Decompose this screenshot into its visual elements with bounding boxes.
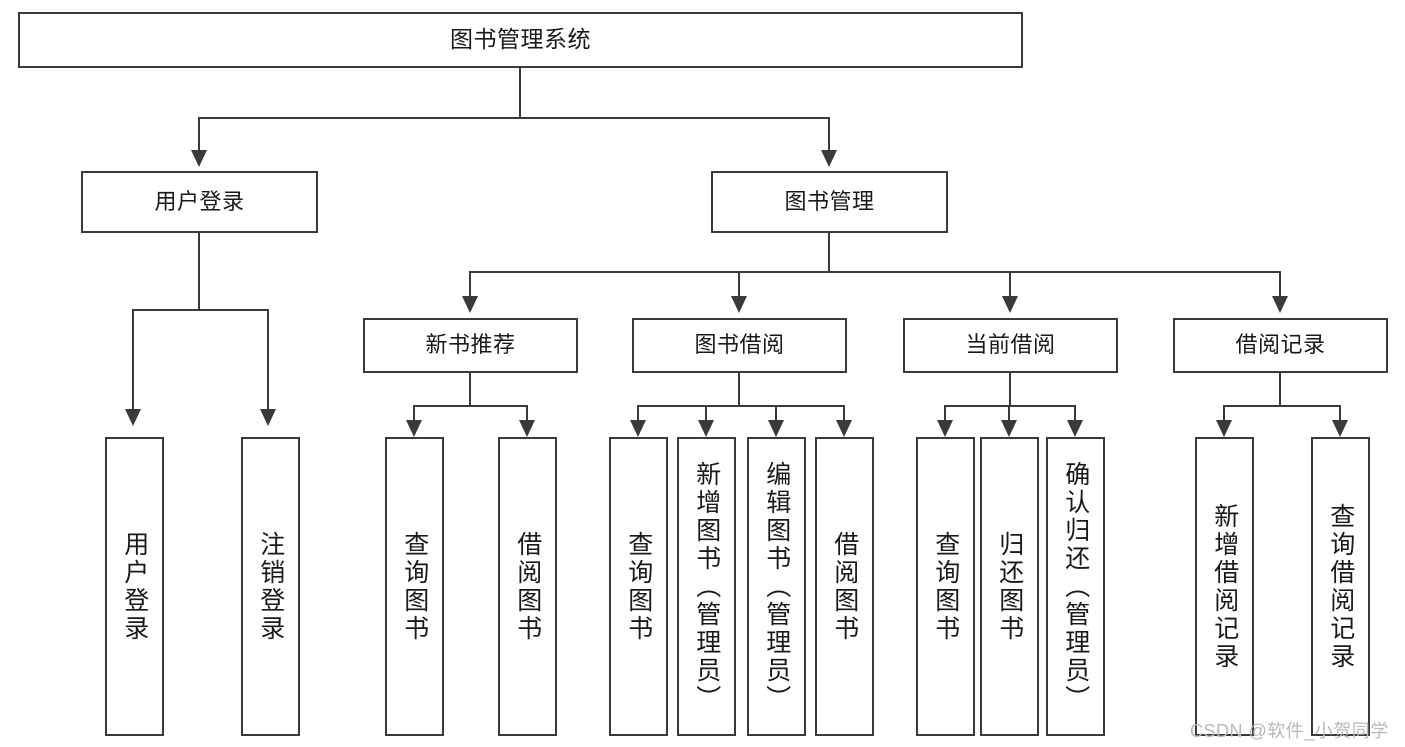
csdn-watermark: CSDN @软件_小贺同学 bbox=[1190, 721, 1389, 741]
arrow-bb-leaf-1 bbox=[630, 420, 646, 437]
connector-br-bar bbox=[1223, 405, 1341, 407]
connector-nbr-drop-2 bbox=[526, 405, 528, 420]
arrow-bb-leaf-2 bbox=[698, 420, 714, 437]
connector-bb-stem bbox=[738, 373, 740, 406]
node-label: 查询图书 bbox=[931, 530, 960, 643]
node-borrow-record[interactable]: 借阅记录 bbox=[1173, 318, 1388, 373]
leaf-query-book-current[interactable]: 查询图书 bbox=[916, 437, 975, 736]
node-book-borrow[interactable]: 图书借阅 bbox=[632, 318, 847, 373]
leaf-query-book-borrow[interactable]: 查询图书 bbox=[609, 437, 668, 736]
node-label: 归还图书 bbox=[995, 530, 1024, 643]
connector-bb-drop-3 bbox=[775, 405, 777, 420]
connector-book-management-bar bbox=[469, 271, 1281, 273]
leaf-logout[interactable]: 注销登录 bbox=[241, 437, 300, 736]
arrow-to-borrow-record bbox=[1272, 296, 1288, 313]
arrow-nbr-leaf-1 bbox=[406, 420, 422, 437]
node-label: 用户登录 bbox=[154, 188, 245, 214]
node-label: 查询图书 bbox=[624, 530, 653, 643]
leaf-return-book[interactable]: 归还图书 bbox=[980, 437, 1039, 736]
leaf-borrow-book-recommend[interactable]: 借阅图书 bbox=[498, 437, 557, 736]
connector-bb-drop-2 bbox=[705, 405, 707, 420]
node-label: 查询图书 bbox=[400, 530, 429, 643]
leaf-confirm-return-admin[interactable]: 确认归还（管理员） bbox=[1046, 437, 1105, 736]
node-label: 借阅图书 bbox=[513, 530, 542, 643]
connector-bb-drop-4 bbox=[843, 405, 845, 420]
connector-br-stem bbox=[1279, 373, 1281, 406]
arrow-to-current-borrow bbox=[1002, 296, 1018, 313]
node-label: 图书管理系统 bbox=[450, 26, 591, 53]
connector-book-management-stem bbox=[828, 233, 830, 272]
connector-root-bar bbox=[198, 117, 830, 119]
arrow-to-leaf-logout bbox=[260, 409, 276, 426]
node-label: 新书推荐 bbox=[425, 332, 516, 358]
connector-bb-drop-1 bbox=[637, 405, 639, 420]
arrow-nbr-leaf-2 bbox=[519, 420, 535, 437]
node-label: 注销登录 bbox=[256, 530, 285, 643]
connector-root-drop-right bbox=[828, 117, 830, 150]
node-new-book-recommend[interactable]: 新书推荐 bbox=[363, 318, 578, 373]
connector-bb-bar bbox=[637, 405, 845, 407]
arrow-br-leaf-1 bbox=[1216, 420, 1232, 437]
connector-nbr-bar bbox=[413, 405, 528, 407]
node-label: 新增借阅记录 bbox=[1210, 502, 1239, 671]
arrow-bb-leaf-3 bbox=[768, 420, 784, 437]
arrow-root-to-book-management bbox=[821, 150, 837, 167]
leaf-add-borrow-record[interactable]: 新增借阅记录 bbox=[1195, 437, 1254, 736]
connector-nbr-drop-1 bbox=[413, 405, 415, 420]
connector-cb-bar bbox=[944, 405, 1076, 407]
node-label: 新增图书（管理员） bbox=[692, 460, 721, 713]
node-current-borrow[interactable]: 当前借阅 bbox=[903, 318, 1118, 373]
leaf-add-book-admin[interactable]: 新增图书（管理员） bbox=[677, 437, 736, 736]
node-label: 借阅图书 bbox=[830, 530, 859, 643]
leaf-edit-book-admin[interactable]: 编辑图书（管理员） bbox=[747, 437, 806, 736]
connector-br-drop-1 bbox=[1223, 405, 1225, 420]
connector-nbr-stem bbox=[469, 373, 471, 406]
connector-user-login-drop-1 bbox=[132, 309, 134, 409]
leaf-query-book-recommend[interactable]: 查询图书 bbox=[385, 437, 444, 736]
leaf-borrow-book[interactable]: 借阅图书 bbox=[815, 437, 874, 736]
node-label: 图书借阅 bbox=[694, 332, 785, 358]
connector-root-drop-left bbox=[198, 117, 200, 150]
arrow-cb-leaf-1 bbox=[937, 420, 953, 437]
connector-cb-stem bbox=[1009, 373, 1011, 406]
node-label: 编辑图书（管理员） bbox=[762, 460, 791, 713]
connector-cb-drop-1 bbox=[944, 405, 946, 420]
node-label: 当前借阅 bbox=[965, 332, 1056, 358]
leaf-user-login[interactable]: 用户登录 bbox=[105, 437, 164, 736]
arrow-to-book-borrow bbox=[731, 296, 747, 313]
arrow-to-leaf-user-login bbox=[125, 409, 141, 426]
arrow-br-leaf-2 bbox=[1332, 420, 1348, 437]
connector-bm-drop-3 bbox=[1009, 271, 1011, 296]
connector-user-login-drop-2 bbox=[267, 309, 269, 409]
connector-bm-drop-2 bbox=[738, 271, 740, 296]
node-book-management[interactable]: 图书管理 bbox=[711, 171, 948, 233]
node-label: 查询借阅记录 bbox=[1326, 502, 1355, 671]
node-label: 用户登录 bbox=[120, 530, 149, 643]
connector-root-stem bbox=[519, 68, 521, 118]
connector-cb-drop-3 bbox=[1074, 405, 1076, 420]
connector-cb-drop-2 bbox=[1008, 405, 1010, 420]
node-label: 借阅记录 bbox=[1235, 332, 1326, 358]
connector-bm-drop-4 bbox=[1279, 271, 1281, 296]
connector-bm-drop-1 bbox=[469, 271, 471, 296]
arrow-root-to-user-login bbox=[191, 150, 207, 167]
arrow-cb-leaf-2 bbox=[1001, 420, 1017, 437]
node-label: 图书管理 bbox=[784, 188, 875, 214]
connector-user-login-stem bbox=[198, 233, 200, 310]
node-label: 确认归还（管理员） bbox=[1061, 460, 1090, 713]
connector-user-login-bar bbox=[132, 309, 269, 311]
arrow-to-new-book-recommend bbox=[462, 296, 478, 313]
leaf-query-borrow-record[interactable]: 查询借阅记录 bbox=[1311, 437, 1370, 736]
node-root-book-management-system[interactable]: 图书管理系统 bbox=[18, 12, 1023, 68]
arrow-cb-leaf-3 bbox=[1067, 420, 1083, 437]
arrow-bb-leaf-4 bbox=[836, 420, 852, 437]
connector-br-drop-2 bbox=[1339, 405, 1341, 420]
node-user-login[interactable]: 用户登录 bbox=[81, 171, 318, 233]
